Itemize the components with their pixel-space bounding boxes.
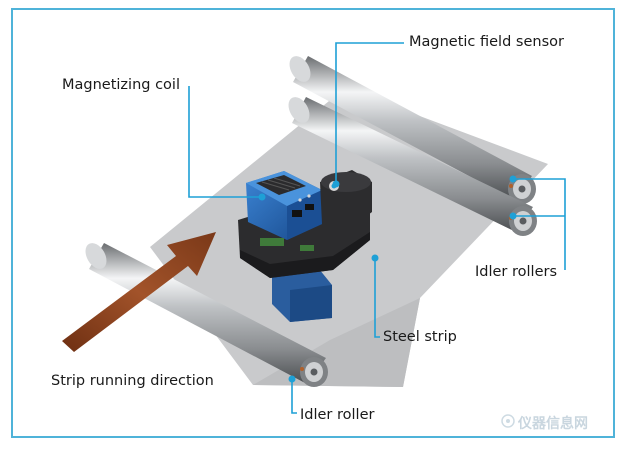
label-steel-strip: Steel strip	[383, 329, 457, 345]
magnetizing-coil	[246, 171, 322, 240]
leader-line-coil	[188, 86, 262, 198]
idler-rollers	[288, 56, 537, 236]
direction-arrow	[62, 232, 216, 352]
label-strip-running-direction: Strip running direction	[51, 373, 214, 389]
label-magnetic-field-sensor: Magnetic field sensor	[409, 34, 564, 50]
sensor-assembly	[238, 170, 372, 322]
idler-roller-upper	[293, 56, 532, 200]
label-idler-rollers: Idler rollers	[475, 264, 558, 280]
leader-line-idlers	[513, 178, 566, 270]
diagram-frame	[11, 8, 615, 438]
leader-lines	[188, 42, 566, 414]
leader-line-sensor	[335, 42, 404, 184]
leader-line-idler-front	[291, 379, 297, 414]
watermark-text: 仪器信息网	[518, 416, 588, 432]
watermark-logo-icon	[501, 414, 515, 428]
label-magnetizing-coil: Magnetizing coil	[62, 77, 180, 93]
label-idler-roller: Idler roller	[300, 407, 375, 423]
leader-line-strip	[374, 258, 380, 338]
idler-roller-lower	[292, 97, 533, 232]
